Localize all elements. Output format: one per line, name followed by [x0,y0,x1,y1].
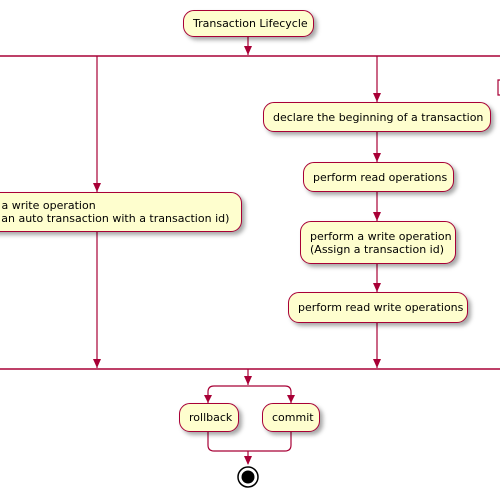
rollback-label: rollback [189,411,233,424]
arrowhead-left-in [93,183,101,192]
end-node-core [241,470,255,484]
arrowhead-left-out [93,359,101,368]
declare-label: declare the beginning of a transaction [273,110,484,124]
read-operations-node: perform read operations [303,162,454,192]
read-label: perform read operations [313,170,448,184]
rollback-node: rollback [179,403,239,432]
arrowhead-read [373,153,381,162]
arrowhead-write [373,212,381,221]
commit-node: commit [262,403,320,432]
title-node: Transaction Lifecycle [183,10,314,37]
merge-connector [207,432,292,452]
write-operation-node: perform a write operation (Assign a tran… [300,221,456,264]
arrowhead-end [244,456,252,465]
arrowhead-title [244,46,252,55]
arrowhead-rollback [204,395,212,403]
left-node-line2: e an auto transaction with a transaction… [0,212,230,225]
read-write-label: perform read write operations [298,301,464,314]
write-label-line1: perform a write operation [310,229,452,243]
declare-transaction-node: declare the beginning of a transaction [263,102,491,132]
split-connector [207,385,292,403]
arrowhead-declare [373,93,381,102]
arrowhead-right-out [373,359,381,368]
title-label: Transaction Lifecycle [193,17,308,30]
left-node-line1: n a write operation [0,199,96,212]
left-write-operation-node: n a write operation e an auto transactio… [0,192,242,232]
arrowhead-commit [287,395,295,403]
read-write-operations-node: perform read write operations [288,292,468,323]
arrowhead-split [244,376,252,385]
edge-offscreen-branch [497,79,500,96]
commit-label: commit [272,411,314,424]
write-label-line2: (Assign a transaction id) [310,242,444,256]
arrowhead-readwrite [373,283,381,292]
